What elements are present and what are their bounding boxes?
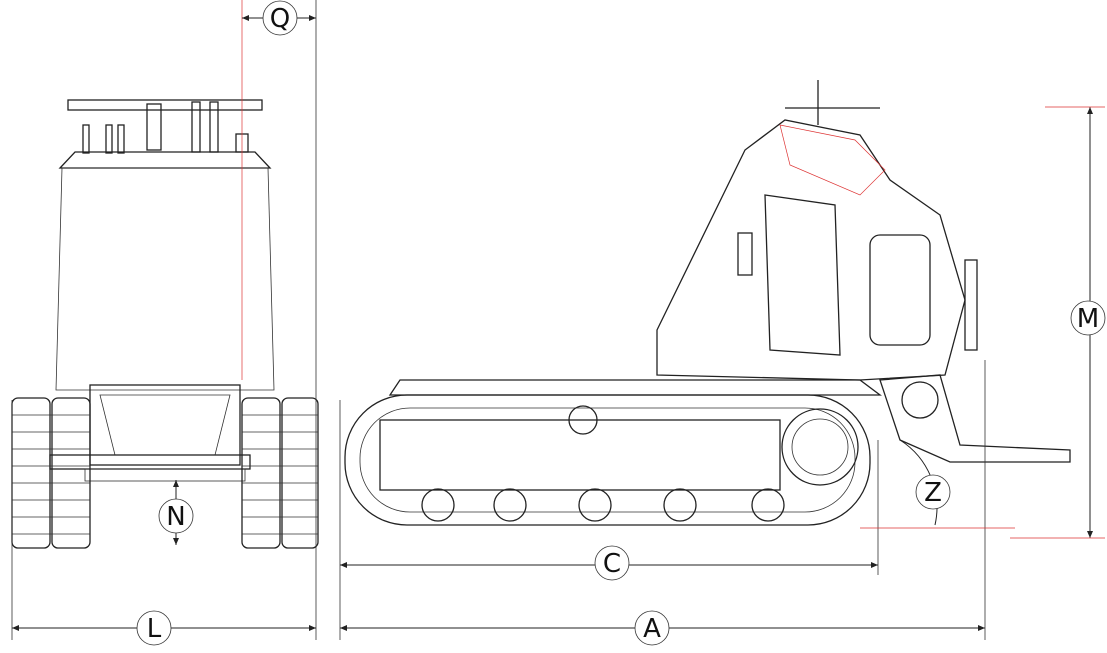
label-c: C — [594, 545, 630, 581]
front-view — [11, 0, 319, 549]
svg-text:C: C — [603, 549, 621, 579]
dimension-lines — [11, 0, 1105, 640]
svg-text:Z: Z — [924, 478, 942, 508]
front-tracks — [11, 397, 319, 549]
svg-text:L: L — [147, 614, 162, 644]
svg-text:Q: Q — [270, 4, 290, 34]
label-m: M — [1070, 300, 1106, 336]
label-n: N — [158, 498, 194, 534]
svg-text:M: M — [1077, 304, 1099, 334]
label-a: A — [634, 610, 670, 646]
label-z: Z — [915, 474, 951, 510]
side-view — [344, 80, 1071, 526]
svg-text:N: N — [166, 502, 185, 532]
label-q: Q — [262, 0, 298, 36]
road-wheels — [421, 405, 859, 522]
label-l: L — [136, 610, 172, 646]
svg-text:A: A — [643, 614, 661, 644]
